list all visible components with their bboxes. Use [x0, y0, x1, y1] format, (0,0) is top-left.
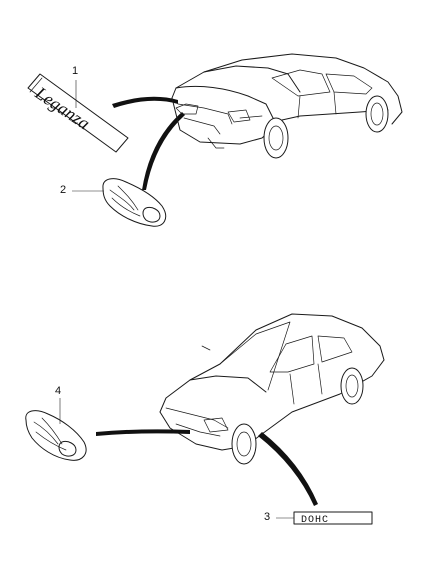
front-emblem — [25, 410, 87, 461]
dohc-badge-text: DOHC — [301, 515, 329, 526]
pointer-rear-emblem-arrow — [142, 112, 185, 190]
front-three-quarter-car — [159, 313, 385, 465]
callout-4-number: 4 — [55, 385, 62, 397]
pointer-dohc-badge-arrow — [258, 432, 318, 506]
leganza-script-badge: Leganza — [27, 73, 129, 153]
rear-three-quarter-car — [171, 53, 403, 159]
callout-2-number: 2 — [60, 184, 67, 196]
pointer-front-emblem-arrow — [96, 429, 190, 436]
callout-1-number: 1 — [72, 65, 79, 77]
callout-3-number: 3 — [264, 511, 271, 523]
dohc-badge: DOHC — [293, 511, 373, 526]
pointer-rear-badge-arrow — [112, 96, 178, 108]
rear-emblem — [102, 178, 167, 227]
